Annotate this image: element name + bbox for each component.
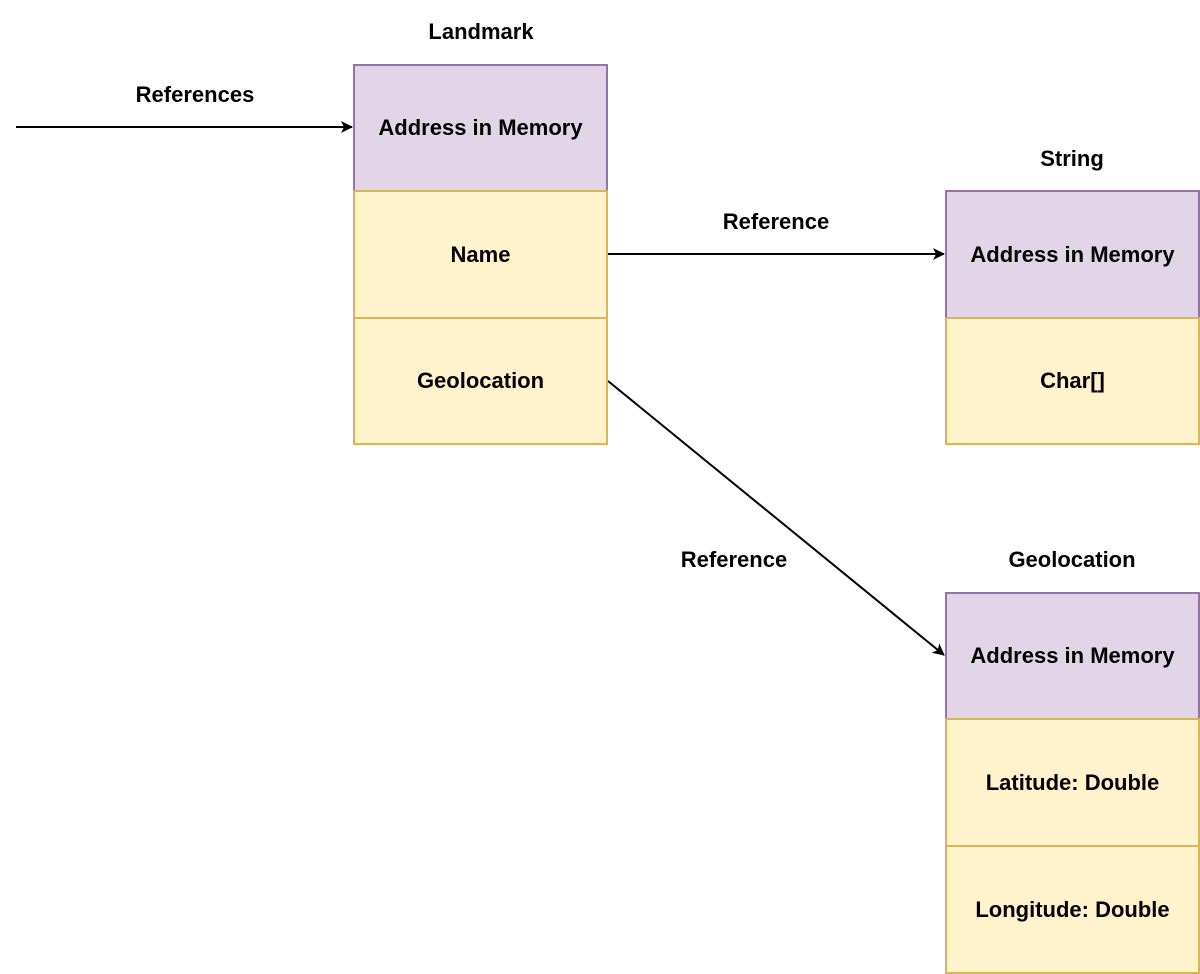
landmark-name-field: Name [353, 190, 608, 319]
landmark-geolocation-text: Geolocation [416, 368, 545, 393]
geolocation-longitude-field: Longitude: Double [945, 845, 1200, 974]
geolocation-title: Geolocation [1008, 547, 1136, 572]
landmark-title: Landmark [428, 19, 534, 44]
string-chararray-field: Char[] [945, 317, 1200, 445]
name-reference-label: Reference [722, 209, 830, 234]
landmark-address-cell: Address in Memory [353, 64, 608, 192]
geolocation-address-text: Address in Memory [970, 643, 1175, 668]
geolocation-address-cell: Address in Memory [945, 592, 1200, 720]
geolocation-latitude-field: Latitude: Double [945, 718, 1200, 847]
geolocation-latitude-text: Latitude: Double [985, 769, 1160, 795]
landmark-geolocation-field: Geolocation [353, 317, 608, 445]
incoming-reference-label: References [135, 82, 255, 107]
string-title: String [1040, 146, 1104, 171]
landmark-address-text: Address in Memory [378, 115, 583, 140]
geolocation-to-geolocation-arrow [607, 380, 945, 656]
geolocation-longitude-text: Longitude: Double [975, 896, 1170, 922]
landmark-name-text: Name [450, 241, 511, 267]
string-address-text: Address in Memory [970, 241, 1175, 267]
string-chararray-text: Char[] [1040, 368, 1105, 393]
geolocation-reference-label: Reference [680, 547, 788, 572]
string-address-cell: Address in Memory [945, 190, 1200, 319]
